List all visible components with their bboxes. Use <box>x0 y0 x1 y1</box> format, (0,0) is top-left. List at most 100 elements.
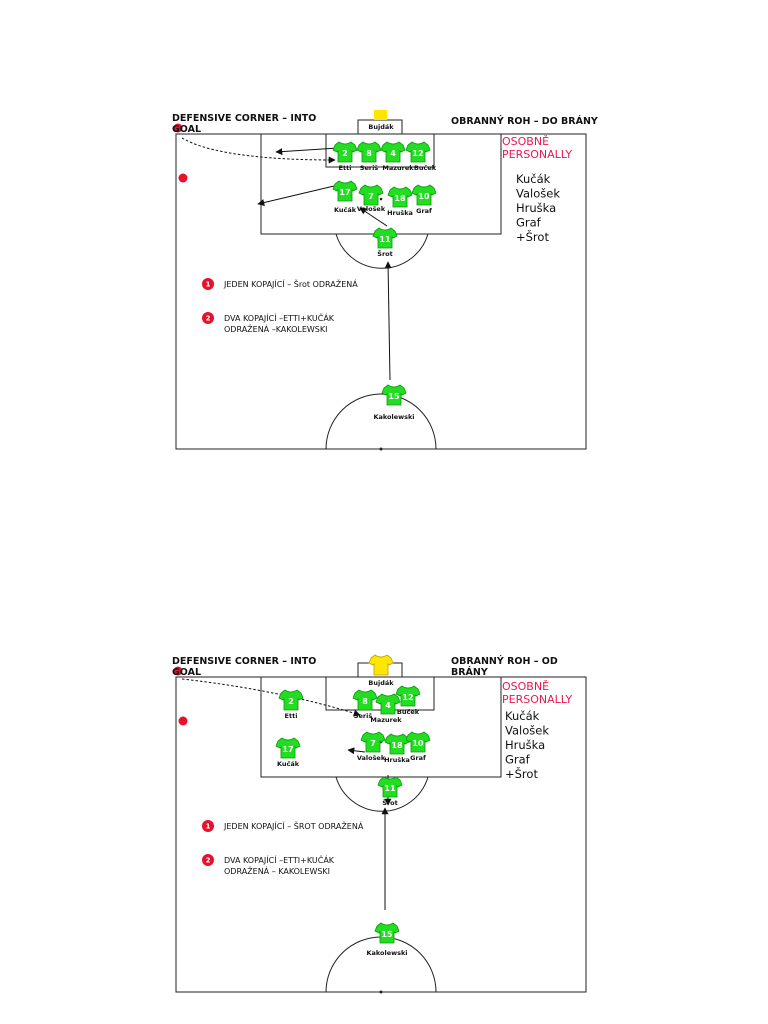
jersey-shape <box>275 737 301 759</box>
jersey-number: 11 <box>379 235 391 244</box>
player-name: Buček <box>397 708 420 716</box>
jersey-shape <box>332 141 358 163</box>
jersey-number: 17 <box>339 188 350 197</box>
jersey-shape <box>332 180 358 202</box>
jersey-shape <box>356 141 382 163</box>
jersey-shape <box>405 731 431 753</box>
jersey-number: 12 <box>412 149 423 158</box>
marking-list-item: +Šrot <box>516 229 549 244</box>
goalkeeper[interactable]: Bujdák <box>368 110 394 131</box>
note-badge <box>202 312 214 324</box>
run-arrow <box>384 261 392 381</box>
player-name: Kakolewski <box>373 413 414 421</box>
corner-ball-marker <box>173 666 183 676</box>
player-name: Buček <box>414 164 437 172</box>
jersey-number: 7 <box>368 192 374 201</box>
note-badge <box>202 278 214 290</box>
pitch <box>175 119 587 451</box>
jersey-shape <box>395 685 421 707</box>
player-name: Seriš <box>360 164 379 172</box>
marking-list-item: Graf <box>516 216 542 230</box>
jersey-number: 2 <box>342 149 348 158</box>
jersey-number: 2 <box>288 697 294 706</box>
note-badge-number: 1 <box>206 281 211 289</box>
run-arrow <box>347 747 366 755</box>
marking-title: OSOBNĚ <box>502 680 549 693</box>
player-name: Mazurek <box>382 164 414 172</box>
goalkeeper[interactable]: Bujdák <box>368 654 394 687</box>
jersey-shape <box>374 922 400 944</box>
keeper-name: Bujdák <box>368 123 394 131</box>
jersey-shape <box>405 141 431 163</box>
center-circle <box>325 393 437 450</box>
near-post-marker <box>178 716 188 726</box>
jersey-number: 18 <box>394 194 406 203</box>
note-text: ODRAŽENÁ – KAKOLEWSKI <box>224 865 330 876</box>
marking-list-item: +Šrot <box>505 766 538 781</box>
player-name: Seriš <box>354 712 373 720</box>
marking-list-item: Kučák <box>505 709 540 723</box>
title-right-cont: BRÁNY <box>451 666 488 678</box>
jersey-shape <box>384 733 410 755</box>
jersey-shape <box>381 384 407 406</box>
jersey-number: 18 <box>391 741 403 750</box>
marking-title-en: PERSONALLY <box>502 148 572 161</box>
marking-title-en: PERSONALLY <box>502 693 572 706</box>
note-text: ODRAŽENÁ –KAKOLEWSKI <box>224 323 328 334</box>
jersey-shape <box>380 141 406 163</box>
player-name: Hruška <box>387 209 413 217</box>
jersey-shape <box>358 184 384 206</box>
player-name: Valošek <box>357 205 386 213</box>
marking-list-item: Valošek <box>505 724 549 738</box>
jersey-shape <box>377 776 403 798</box>
jersey-shape <box>372 227 398 249</box>
jersey-shape <box>375 693 401 715</box>
jersey-number: 8 <box>366 149 372 158</box>
jersey-number: 10 <box>418 192 430 201</box>
note-text: DVA KOPAJÍCÍ –ETTI+KUČÁK <box>224 854 335 865</box>
run-arrow <box>257 185 335 206</box>
title-left: DEFENSIVE CORNER – INTO <box>172 113 316 124</box>
title-right: OBRANNÝ ROH – DO BRÁNY <box>451 115 598 127</box>
note-text: JEDEN KOPAJÍCÍ – ŠROT ODRAŽENÁ <box>223 820 364 831</box>
marking-list-item: Hruška <box>505 738 545 752</box>
jersey-number: 8 <box>362 697 368 706</box>
jersey-number: 17 <box>282 745 293 754</box>
player-name: Hruška <box>384 756 410 764</box>
title-left: DEFENSIVE CORNER – INTO <box>172 656 316 667</box>
pitch-outline <box>175 133 587 450</box>
jersey-number: 10 <box>412 739 424 748</box>
player-name: Kučák <box>334 206 357 214</box>
player-jersey[interactable] <box>368 654 394 676</box>
keeper-name: Bujdák <box>368 679 394 687</box>
player-name: Etti <box>285 712 298 720</box>
jersey-number: 7 <box>370 739 376 748</box>
jersey-shape <box>360 731 386 753</box>
jersey-number: 12 <box>402 693 413 702</box>
